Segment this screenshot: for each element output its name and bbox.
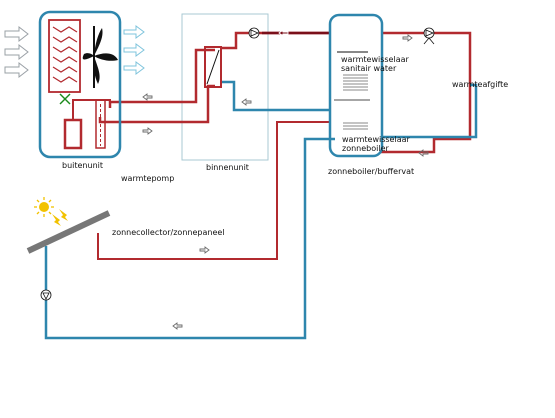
solar-cold-pipe <box>44 137 335 340</box>
air-out-arrows <box>123 25 145 75</box>
evaporator-coil <box>48 19 81 93</box>
expansion-valve-icon <box>59 93 71 105</box>
binnenunit-box <box>181 13 269 161</box>
label-zonnecollector: zonnecollector/zonnepaneel <box>112 228 225 237</box>
buffervat-box <box>328 13 384 158</box>
solar-hot-pipe <box>97 121 330 260</box>
indoor-blue-pipe <box>220 80 330 112</box>
sun-icon <box>34 197 54 217</box>
label-zonneboiler-buffervat: zonneboiler/buffervat <box>328 167 414 176</box>
label-warmtepomp: warmtepomp <box>121 174 174 183</box>
label-warmtewisselaar-sanitair: warmtewisselaar <box>341 55 409 64</box>
label-zonneboiler: zonneboiler <box>342 144 389 153</box>
plate-heat-exchanger <box>204 46 222 88</box>
sanitair-coil <box>343 74 368 91</box>
warmteafgifte-return-pipe <box>381 83 478 139</box>
buitenunit-internal-pipe <box>72 99 111 120</box>
fan-icon <box>82 26 118 88</box>
pump-icon <box>248 27 260 39</box>
solar-panel <box>26 210 111 254</box>
zonneboiler-coil <box>343 122 368 130</box>
pump-icon <box>423 27 435 39</box>
heatpump-cold-pipe <box>98 84 215 124</box>
pump-icon <box>40 289 52 301</box>
air-in-arrows <box>4 25 29 79</box>
coil-fins <box>52 26 78 83</box>
sun-rays-icon <box>52 209 68 226</box>
flow-arrows <box>142 29 429 330</box>
three-way-valve-icon <box>423 37 435 45</box>
label-sanitair-water: sanitair water <box>341 64 397 73</box>
label-warmtewisselaar-zonneboiler: warmtewisselaar <box>342 135 410 144</box>
label-buitenunit: buitenunit <box>62 161 103 170</box>
buitenunit-box <box>38 10 122 159</box>
indoor-red-pipe <box>220 31 330 50</box>
heatpump-hot-pipe <box>108 48 215 108</box>
compressor <box>63 118 83 150</box>
accumulator <box>95 99 106 149</box>
label-binnenunit: binnenunit <box>206 163 249 172</box>
label-warmteafgifte: warmteafgifte <box>452 80 508 89</box>
